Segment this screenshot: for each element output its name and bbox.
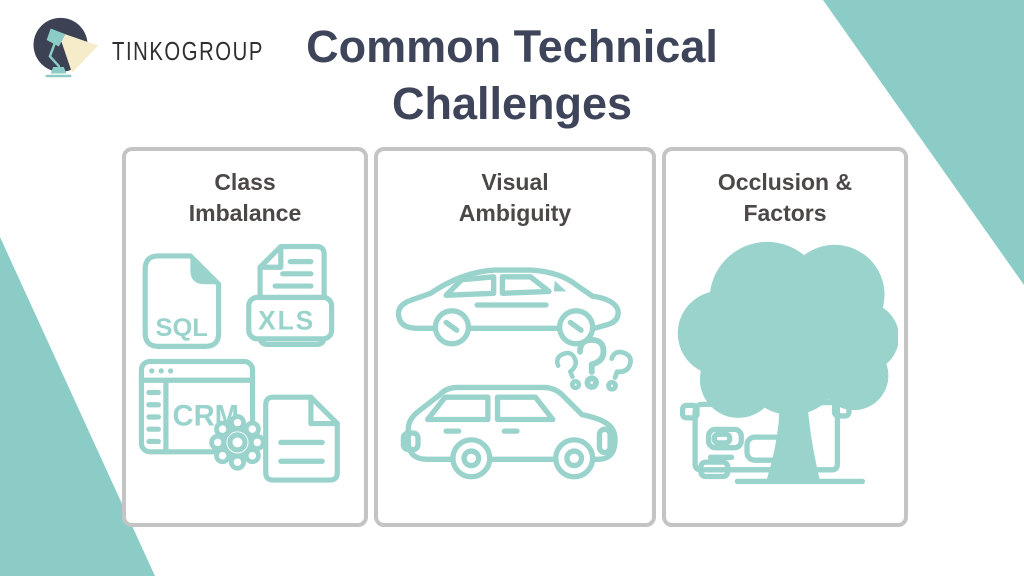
card1-heading-line-2: Imbalance xyxy=(188,200,302,226)
page-title: Common Technical Challenges xyxy=(0,18,1024,132)
sql-label: SQL xyxy=(156,314,208,342)
card-visual-ambiguity: Visual Ambiguity xyxy=(374,147,656,527)
card-heading: Visual Ambiguity xyxy=(378,167,652,229)
card3-heading-line-2: Factors xyxy=(743,200,827,226)
gear-icon xyxy=(209,414,266,471)
class-imbalance-illustration: SQL XLS CRM xyxy=(138,243,340,483)
card3-heading-line-1: Occlusion & xyxy=(717,169,853,195)
brand-header: TINKOGROUP xyxy=(22,8,307,94)
visual-ambiguity-illustration xyxy=(395,267,633,480)
occlusion-illustration xyxy=(677,241,898,484)
lamp-logo-icon xyxy=(33,17,99,78)
sql-file-icon: SQL xyxy=(142,253,222,349)
card2-heading-line-1: Visual xyxy=(481,169,549,195)
card-class-imbalance: Class Imbalance SQL XLS xyxy=(122,147,368,527)
occluded-car-icon xyxy=(679,399,852,480)
cards-row: Class Imbalance SQL XLS xyxy=(122,147,908,527)
tree-canopy-icon xyxy=(677,241,898,418)
card-heading: Class Imbalance xyxy=(126,167,364,229)
title-line-2: Challenges xyxy=(391,78,633,129)
brand-name: TINKOGROUP xyxy=(112,35,264,66)
question-marks-icon xyxy=(554,336,633,392)
crm-window-icon: CRM xyxy=(138,358,266,471)
card2-heading-line-2: Ambiguity xyxy=(458,200,572,226)
sedan-car-icon xyxy=(395,267,621,347)
title-line-1: Common Technical xyxy=(306,21,718,72)
tree-trunk-icon xyxy=(766,400,821,482)
card-occlusion-factors: Occlusion & Factors xyxy=(662,147,908,527)
xls-label: XLS xyxy=(258,305,315,335)
document-icon xyxy=(263,394,340,483)
card1-heading-line-1: Class xyxy=(214,169,276,195)
xls-file-icon: XLS xyxy=(246,243,335,348)
card-heading: Occlusion & Factors xyxy=(666,167,904,229)
compact-car-icon xyxy=(400,384,618,480)
